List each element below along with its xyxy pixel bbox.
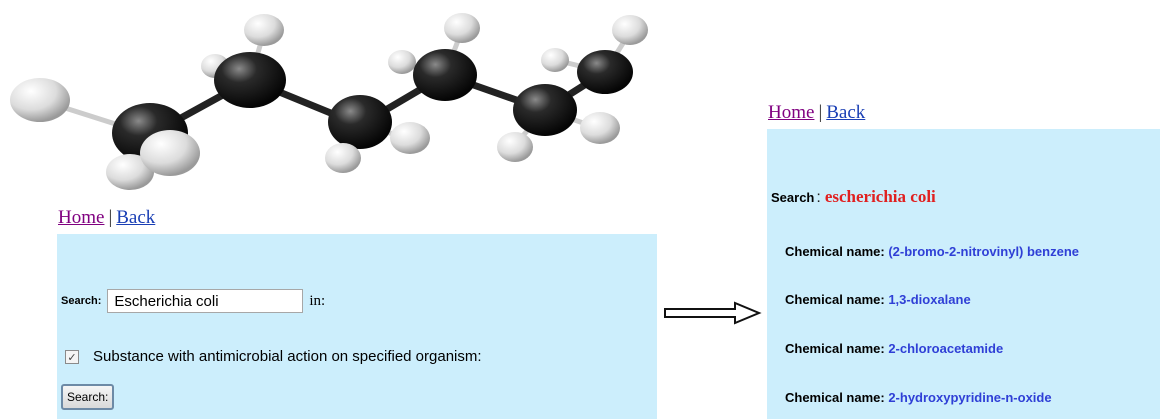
result-item: Chemical name: 1,3-dioxalane bbox=[785, 292, 971, 307]
result-chemical-link[interactable]: 1,3-dioxalane bbox=[888, 292, 971, 307]
in-label: in: bbox=[309, 292, 326, 309]
breadcrumb-nav-left: Home|Back bbox=[58, 207, 155, 229]
result-chemical-link[interactable]: (2-bromo-2-nitrovinyl) benzene bbox=[888, 244, 1080, 259]
results-heading: Search:escherichia coli bbox=[771, 187, 936, 207]
search-input[interactable] bbox=[107, 289, 304, 313]
right-arrow-icon bbox=[664, 301, 762, 325]
result-label: Chemical name: bbox=[785, 292, 885, 307]
result-chemical-link[interactable]: 2-hydroxypyridine-n-oxide bbox=[888, 390, 1052, 405]
antimicrobial-checkbox[interactable]: ✓ bbox=[65, 349, 79, 364]
result-label: Chemical name: bbox=[785, 244, 885, 259]
result-item: Chemical name: 2-chloroacetamide bbox=[785, 341, 1003, 356]
antimicrobial-option: ✓ Substance with antimicrobial action on… bbox=[65, 348, 482, 365]
result-chemical-link[interactable]: 2-chloroacetamide bbox=[888, 341, 1004, 356]
antimicrobial-checkbox-label: Substance with antimicrobial action on s… bbox=[93, 348, 482, 365]
back-link[interactable]: Back bbox=[826, 102, 866, 123]
breadcrumb-nav-right: Home|Back bbox=[768, 102, 865, 124]
molecule-illustration bbox=[10, 13, 648, 190]
home-link[interactable]: Home bbox=[768, 102, 815, 123]
search-row: Search: in: bbox=[61, 289, 325, 313]
results-panel: Search:escherichia coli Chemical name: (… bbox=[767, 129, 1160, 419]
search-panel: Search: in: ✓ Substance with antimicrobi… bbox=[57, 234, 657, 419]
nav-separator: | bbox=[818, 102, 823, 123]
result-label: Chemical name: bbox=[785, 341, 885, 356]
results-colon: : bbox=[816, 189, 821, 206]
results-search-term: escherichia coli bbox=[824, 187, 936, 206]
search-label: Search: bbox=[61, 295, 102, 307]
home-link[interactable]: Home bbox=[58, 207, 105, 228]
result-label: Chemical name: bbox=[785, 390, 885, 405]
search-button[interactable]: Search: bbox=[61, 384, 115, 410]
result-item: Chemical name: (2-bromo-2-nitrovinyl) be… bbox=[785, 244, 1079, 259]
results-search-label: Search bbox=[771, 190, 815, 205]
result-item: Chemical name: 2-hydroxypyridine-n-oxide bbox=[785, 390, 1052, 405]
nav-separator: | bbox=[108, 207, 113, 228]
back-link[interactable]: Back bbox=[116, 207, 156, 228]
